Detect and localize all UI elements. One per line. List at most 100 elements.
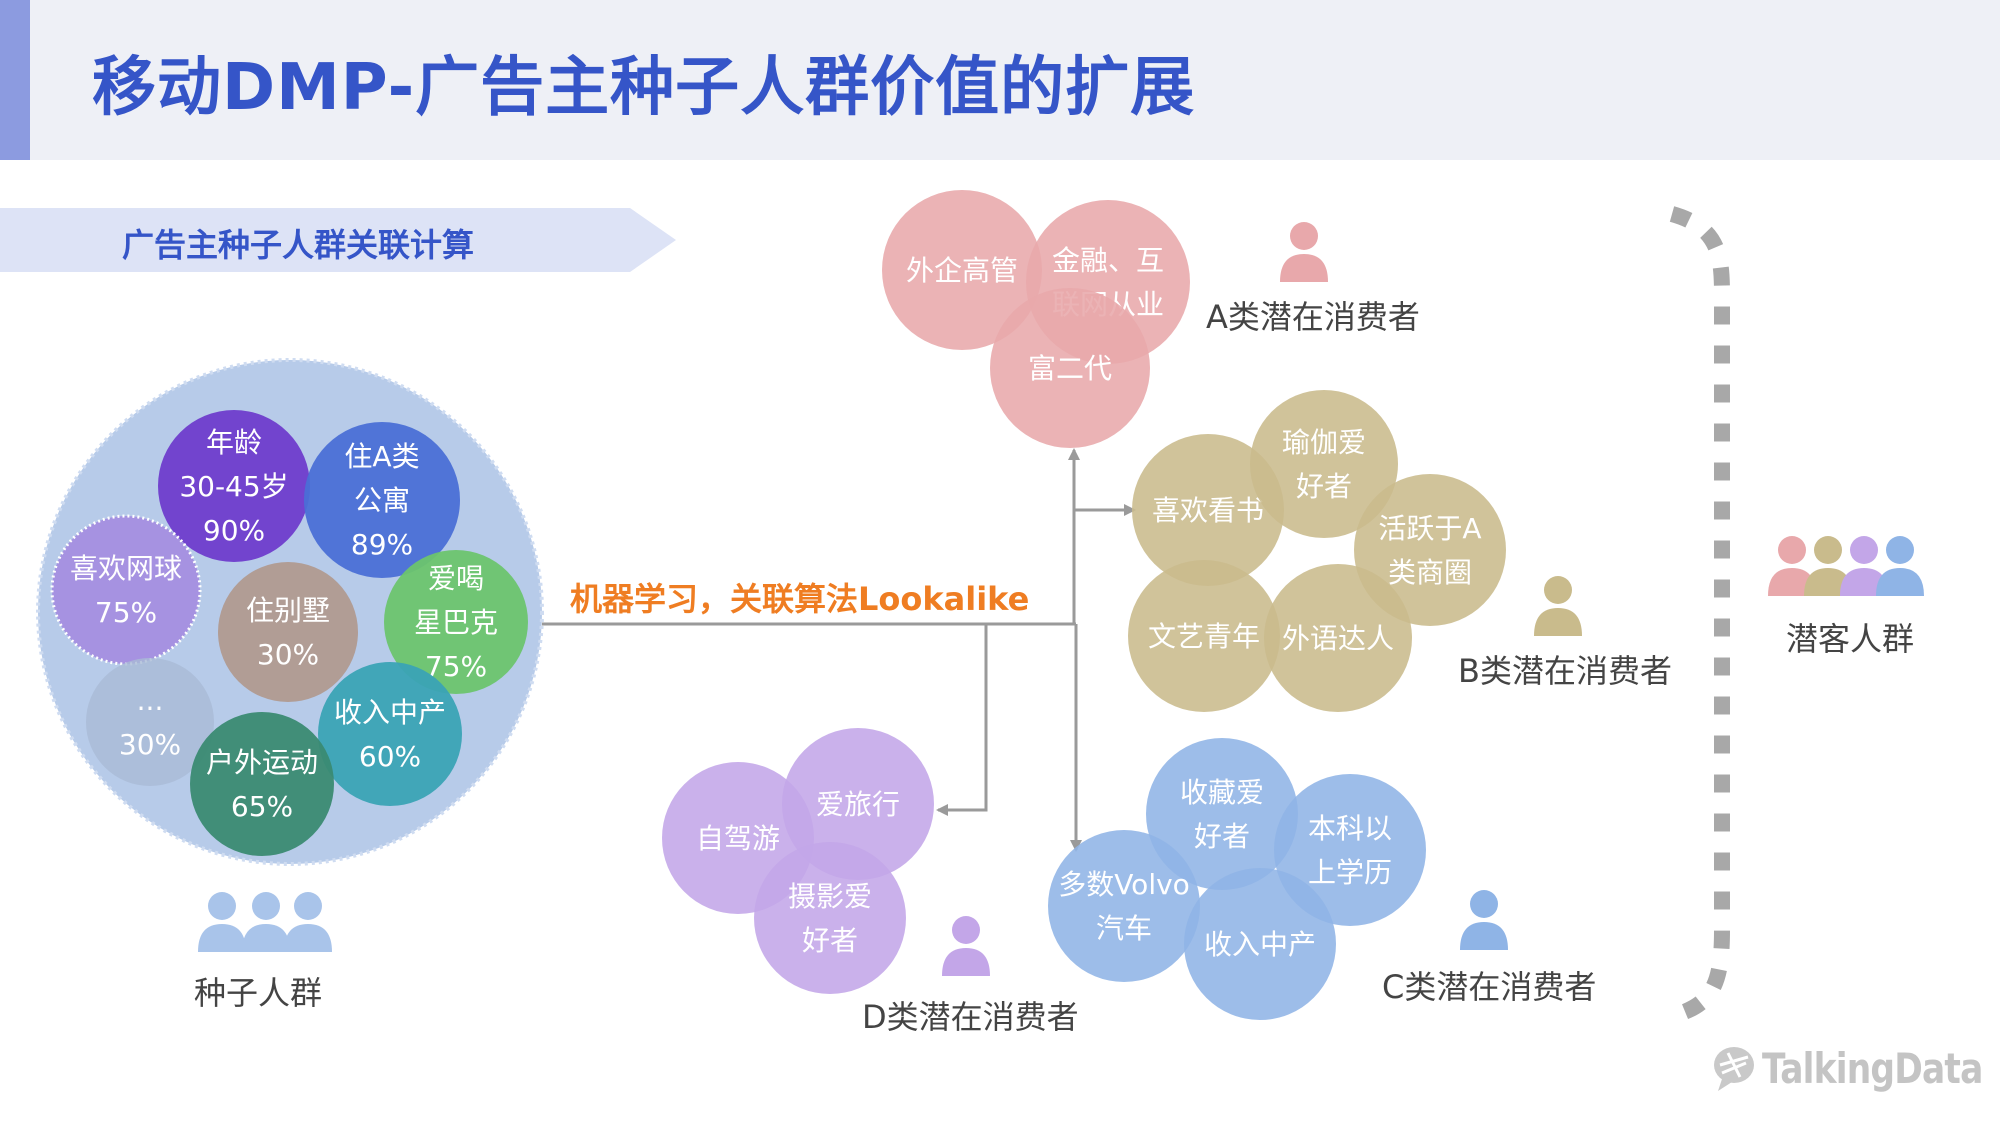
seed-bubble-text: 30% [257,638,319,671]
seed-bubble-text: 住A类 [344,440,419,473]
talkingdata-logo: TalkingData [1712,1040,2000,1096]
group-b-bubble: 外语达人 [1264,564,1412,712]
seed-bubble: 住别墅 30% [218,562,358,702]
potential-person-icon-body [1840,568,1888,596]
seed-bubble-text: 公寓 [354,484,410,517]
group-b-bubble-text: 好者 [1296,470,1352,503]
group-b-bubbles: 喜欢看书瑜伽爱好者活跃于A类商圈文艺青年外语达人 [1128,390,1506,712]
page-title: 移动DMP-广告主种子人群价值的扩展 [92,51,1196,125]
group-b-bubble-circle [1128,560,1280,712]
group-b-bubble-text: 类商圈 [1388,556,1472,589]
group-c-bubble-text: 多数Volvo [1058,868,1190,901]
potential-person-icon-head [1886,536,1914,564]
group-c-bubble: 收入中产 [1184,868,1336,1020]
group-c-bubble-text: 汽车 [1096,912,1152,945]
seed-bubble-text: 户外运动 [206,746,318,779]
seed-bubble: 户外运动 65% [190,712,334,856]
seed-bubble-circle [218,562,358,702]
potential-person-icon [1876,536,1924,596]
seed-bubble-text: 65% [231,790,293,823]
seed-bubble-text: 住别墅 [246,594,330,627]
seed-bubble-circle [86,658,214,786]
seed-bubble-text: 年龄 [206,426,262,459]
group-c-bubble-circle [1146,738,1298,890]
logo-mark-icon [1714,1047,1754,1091]
potential-person-icon-body [1804,568,1852,596]
seed-bubble-text: 爱喝 [428,562,484,595]
group-b-label: B类潜在消费者 [1458,652,1672,690]
group-d-bubble-circle [754,842,906,994]
seed-person-icon-body [242,924,290,952]
potential-person-icon-head [1814,536,1842,564]
group-d-label: D类潜在消费者 [862,998,1079,1036]
seed-person-icon-head [294,892,322,920]
seed-bubbles: 年龄30-45岁90%住A类公寓89%喜欢网球75%住别墅30%爱喝星巴克75%… [50,410,528,856]
group-a-label: A类潜在消费者 [1206,298,1420,336]
seed-bubble-text: 90% [203,514,265,547]
seed-bubble-text: 60% [359,740,421,773]
potential-person-icon [1840,536,1888,596]
seed-bubble-text: ... [137,684,164,717]
seed-bubble-circle [318,662,462,806]
potential-person-icon [1768,536,1816,596]
person-d-icon-head [952,916,980,944]
group-b-bubble-circle [1250,390,1398,538]
group-b-bubble-text: 活跃于A [1378,512,1481,545]
seed-bubble: ... 30% [86,658,214,786]
group-d-bubble-text: 自驾游 [696,822,780,855]
group-a-bubble-circle [882,190,1042,350]
person-b-icon-head [1544,576,1572,604]
potential-bracket [1669,206,1730,1024]
potential-person-icon-head [1850,536,1878,564]
seed-bubble-text: 89% [351,528,413,561]
group-a-bubble-text: 外企高管 [906,254,1018,287]
seed-bubble-circle [304,422,460,578]
group-c-bubble-circle [1184,868,1336,1020]
seed-bubble-text: 星巴克 [414,606,498,639]
seed-person-icon [284,892,332,952]
person-d-icon-body [942,948,990,976]
group-c-bubble: 多数Volvo 汽车 [1048,830,1200,982]
person-b-icon-body [1534,608,1582,636]
group-c-bubble-text: 收藏爱 [1180,776,1264,809]
group-d-bubble-circle [782,728,934,880]
banner-arrow-shape [0,208,676,272]
seed-person-icon-body [284,924,332,952]
group-b-bubble-text: 瑜伽爱 [1282,426,1366,459]
person-icons [198,222,1924,976]
group-d-bubble-text: 爱旅行 [816,788,900,821]
seed-person-icon-body [198,924,246,952]
section-label: 广告主种子人群关联计算 [122,226,475,264]
person-c-icon-body [1460,922,1508,950]
group-c-bubble-text: 上学历 [1308,856,1392,889]
group-a-bubble: 外企高管 [882,190,1042,350]
section-banner: 广告主种子人群关联计算 [0,208,680,272]
lookalike-label: 机器学习，关联算法Lookalike [570,580,1030,618]
person-b-icon [1534,576,1582,636]
group-b-bubble-text: 文艺青年 [1148,620,1260,653]
group-b-bubble-circle [1132,434,1284,586]
group-d-bubble-text: 摄影爱 [788,880,872,913]
group-c-label: C类潜在消费者 [1382,968,1597,1006]
seed-person-icon [242,892,290,952]
potential-person-icon-body [1876,568,1924,596]
person-c-icon [1460,890,1508,950]
person-a-icon-head [1290,222,1318,250]
person-a-icon-body [1280,254,1328,282]
group-c-bubbles: 收藏爱好者本科以上学历多数Volvo汽车收入中产 [1048,738,1426,1020]
seed-bubble-text: 30% [119,728,181,761]
seed-bubble-circle [190,712,334,856]
person-d-icon [942,916,990,976]
header-accent [0,0,30,160]
group-c-bubble-text: 本科以 [1308,812,1392,845]
seed-bubble-circle [384,550,528,694]
seed-bubble-circle [50,514,202,666]
potential-label: 潜客人群 [1786,620,1915,658]
